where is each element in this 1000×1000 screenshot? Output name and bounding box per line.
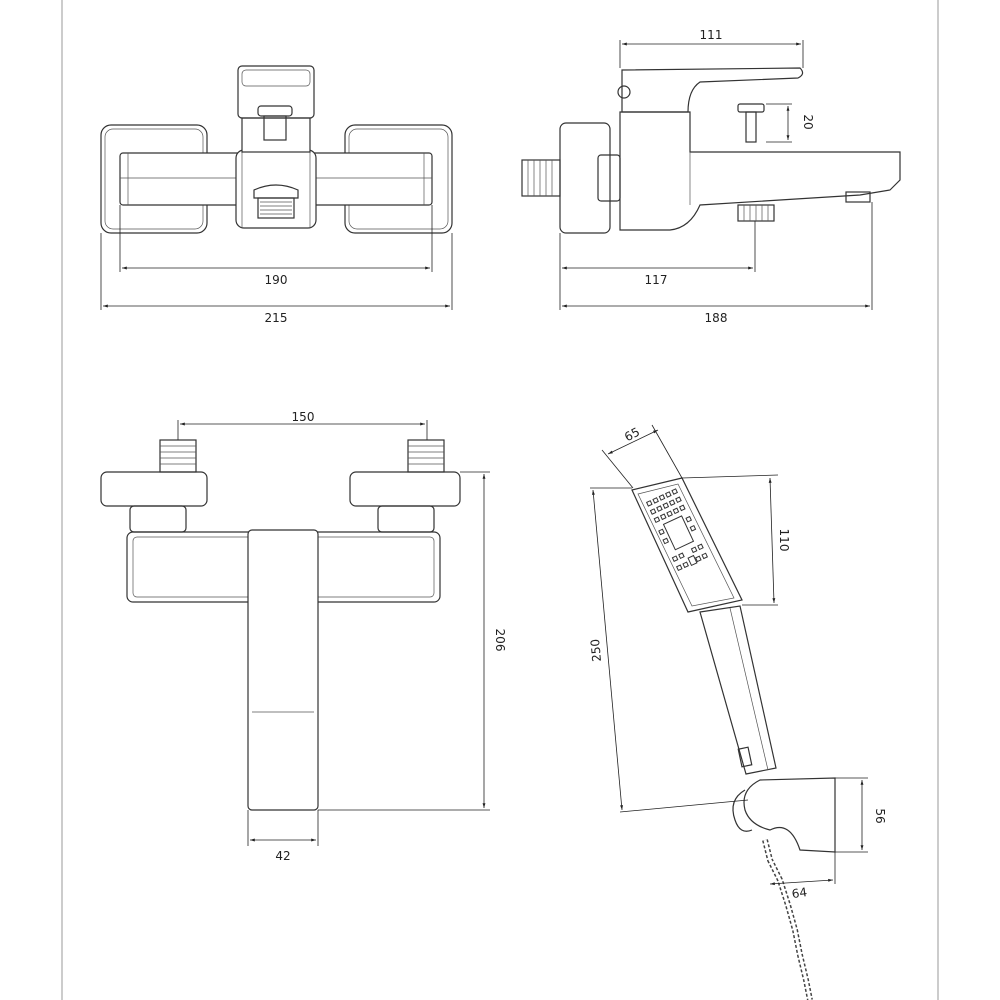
dim-215-label: 215 [265, 311, 288, 325]
dim-64-label: 64 [791, 885, 808, 901]
dim-188-label: 188 [705, 311, 728, 325]
spout-body [619, 111, 901, 231]
shower-handle [699, 605, 777, 775]
dim-42-label: 42 [275, 849, 290, 863]
dim-20-label: 20 [801, 114, 815, 129]
outlet-thread [257, 197, 295, 219]
nozzle-grid [645, 488, 709, 572]
front-lever [247, 529, 319, 811]
dim-111-label: 111 [700, 28, 723, 42]
lever-handle [237, 65, 315, 119]
dim-190-label: 190 [265, 273, 288, 287]
dim-65-label: 65 [622, 425, 642, 445]
dim-150-label: 150 [292, 410, 315, 424]
dim-206-label: 206 [493, 629, 507, 652]
right-inlet-thread [407, 439, 445, 473]
dim-250-label: 250 [588, 638, 604, 662]
side-lever [621, 67, 804, 113]
left-inlet-thread [159, 439, 197, 473]
dim-56-label: 56 [873, 808, 887, 823]
dim-117-label: 117 [645, 273, 668, 287]
handshower-view: 65 110 250 56 64 [588, 425, 887, 1000]
side-view: 111 20 117 188 [521, 28, 901, 325]
wall-view: 150 206 42 [100, 410, 507, 863]
shower-head [631, 477, 743, 613]
inlet-thread [521, 159, 561, 197]
nut [597, 154, 621, 202]
wall-holder [743, 777, 836, 853]
front-view: 190 215 [100, 65, 453, 325]
center-body [235, 149, 317, 229]
spout-outlet [845, 191, 871, 203]
dim-110-label: 110 [777, 529, 791, 552]
wall-flange-side [559, 122, 611, 234]
